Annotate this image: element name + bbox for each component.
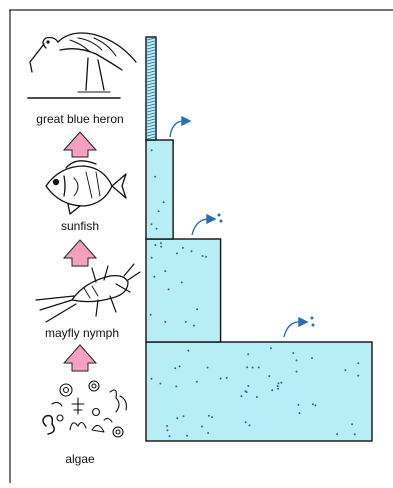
energy-dot	[163, 201, 165, 203]
energy-block-algae	[146, 342, 372, 441]
energy-dot	[208, 415, 210, 417]
energy-dot	[186, 435, 188, 437]
energy-dot	[247, 385, 249, 387]
energy-dot	[256, 396, 258, 398]
energy-dot	[258, 366, 260, 368]
label-great-blue-heron: great blue heron	[36, 112, 123, 126]
energy-dot	[311, 357, 313, 359]
energy-dot	[296, 371, 298, 373]
up-arrow-to-sunfish	[64, 240, 96, 266]
energy-dot	[220, 378, 222, 380]
energy-dot	[176, 252, 178, 254]
up-arrow-to-mayfly	[64, 345, 96, 371]
energy-dot	[314, 404, 316, 406]
energy-dot	[175, 385, 177, 387]
energy-dot	[247, 353, 249, 355]
energy-dot	[193, 325, 195, 327]
energy-dot	[196, 308, 198, 310]
energy-dot	[351, 423, 353, 425]
energy-dot	[245, 390, 247, 392]
energy-dot	[205, 256, 207, 258]
energy-dot	[185, 321, 187, 323]
energy-dot	[202, 255, 204, 257]
energy-dot	[187, 350, 189, 352]
energy-dot	[252, 367, 254, 369]
energy-dot	[151, 257, 153, 259]
label-algae: algae	[65, 452, 94, 466]
energy-dot	[179, 365, 181, 367]
energy-dot	[154, 244, 156, 246]
energy-dot	[201, 426, 203, 428]
energy-dot	[354, 433, 356, 435]
energy-dot	[296, 359, 298, 361]
energy-dot	[183, 415, 185, 417]
energy-dot	[181, 281, 183, 283]
energy-dot	[150, 314, 152, 316]
energy-dot	[160, 246, 162, 248]
energy-dot	[176, 417, 178, 419]
energy-dot	[249, 424, 251, 426]
energy-dot	[240, 395, 242, 397]
energy-dot	[271, 389, 273, 391]
energy-dot	[166, 429, 168, 431]
mayfly-nymph-icon	[36, 264, 140, 322]
energy-dot	[299, 412, 301, 414]
energy-dot	[166, 425, 168, 427]
energy-dot	[277, 385, 279, 387]
energy-dot	[158, 210, 160, 212]
energy-dot	[211, 416, 213, 418]
energy-dot	[207, 367, 209, 369]
energy-dot	[191, 250, 193, 252]
energy-dot	[196, 381, 198, 383]
energy-block-great-blue-heron	[146, 37, 156, 140]
energy-dot	[160, 242, 162, 244]
energy-blocks	[146, 37, 372, 441]
label-mayfly-nymph: mayfly nymph	[45, 326, 119, 340]
energy-dot	[277, 388, 279, 390]
heat-loss-arrow-mayfly	[192, 214, 222, 235]
energy-dot	[151, 223, 153, 225]
energy-dot	[151, 378, 153, 380]
heron-icon	[28, 33, 136, 98]
sunfish-icon	[46, 161, 126, 214]
up-arrow-to-heron	[64, 132, 96, 157]
algae-icon	[43, 381, 126, 437]
energy-dot	[297, 404, 299, 406]
energy-dot	[153, 276, 155, 278]
energy-dot	[174, 367, 176, 369]
energy-dot	[154, 176, 156, 178]
energy-dot	[278, 382, 280, 384]
energy-dot	[312, 403, 314, 405]
energy-dot	[168, 288, 170, 290]
energy-block-mayfly-nymph	[146, 239, 221, 342]
label-sunfish: sunfish	[61, 219, 99, 233]
energy-dot	[357, 362, 359, 364]
energy-dot	[169, 435, 171, 437]
energy-dot	[344, 369, 346, 371]
energy-block-sunfish	[146, 140, 173, 239]
energy-dot	[226, 377, 228, 379]
energy-dot	[280, 382, 282, 384]
energy-dot	[357, 375, 359, 377]
energy-dot	[246, 366, 248, 368]
energy-dot	[164, 321, 166, 323]
energy-dot	[270, 347, 272, 349]
energy-dot	[156, 228, 158, 230]
energy-dot	[336, 433, 338, 435]
energy-dot	[268, 375, 270, 377]
heat-loss-arrow-sunfish	[170, 117, 190, 137]
energy-dot	[245, 421, 247, 423]
energy-dot	[292, 352, 294, 354]
energy-dot	[151, 149, 153, 151]
energy-dot	[164, 270, 166, 272]
energy-dot	[159, 383, 161, 385]
energy-dot	[182, 247, 184, 249]
energy-dot	[207, 432, 209, 434]
heat-loss-arrow-algae	[284, 317, 314, 337]
